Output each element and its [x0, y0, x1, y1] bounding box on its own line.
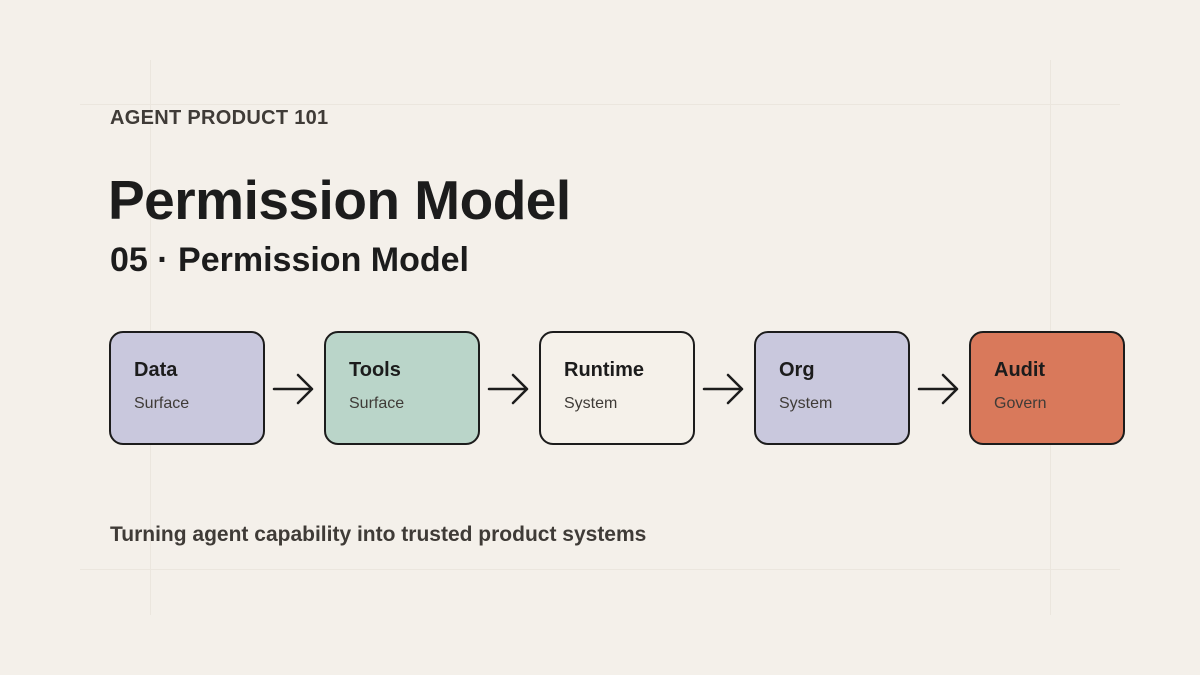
page-subtitle: 05 · Permission Model	[110, 241, 469, 279]
guide-line-top	[80, 104, 1120, 105]
node-label: Audit	[994, 359, 1046, 381]
page-title: Permission Model	[108, 169, 571, 231]
arrow-right-icon	[702, 372, 746, 406]
flow-node-audit: Audit Govern	[969, 331, 1125, 445]
footer-tagline: Turning agent capability into trusted pr…	[110, 523, 647, 546]
node-label: Runtime	[564, 359, 644, 381]
node-sublabel: Surface	[134, 395, 190, 412]
flow-node-data: Data Surface	[109, 331, 265, 445]
arrow-right-icon	[272, 372, 316, 406]
node-label: Org	[779, 359, 815, 381]
node-sublabel: System	[564, 395, 618, 412]
arrow-right-icon	[917, 372, 961, 406]
flow-node-org: Org System	[754, 331, 910, 445]
arrow-right-icon	[487, 372, 531, 406]
flow-node-runtime: Runtime System	[539, 331, 695, 445]
eyebrow-label: AGENT PRODUCT 101	[110, 107, 329, 129]
node-sublabel: Surface	[349, 395, 405, 412]
node-label: Data	[134, 359, 178, 381]
node-sublabel: Govern	[994, 395, 1047, 412]
node-label: Tools	[349, 359, 401, 381]
flow-node-tools: Tools Surface	[324, 331, 480, 445]
guide-line-bottom	[80, 569, 1120, 570]
node-sublabel: System	[779, 395, 833, 412]
